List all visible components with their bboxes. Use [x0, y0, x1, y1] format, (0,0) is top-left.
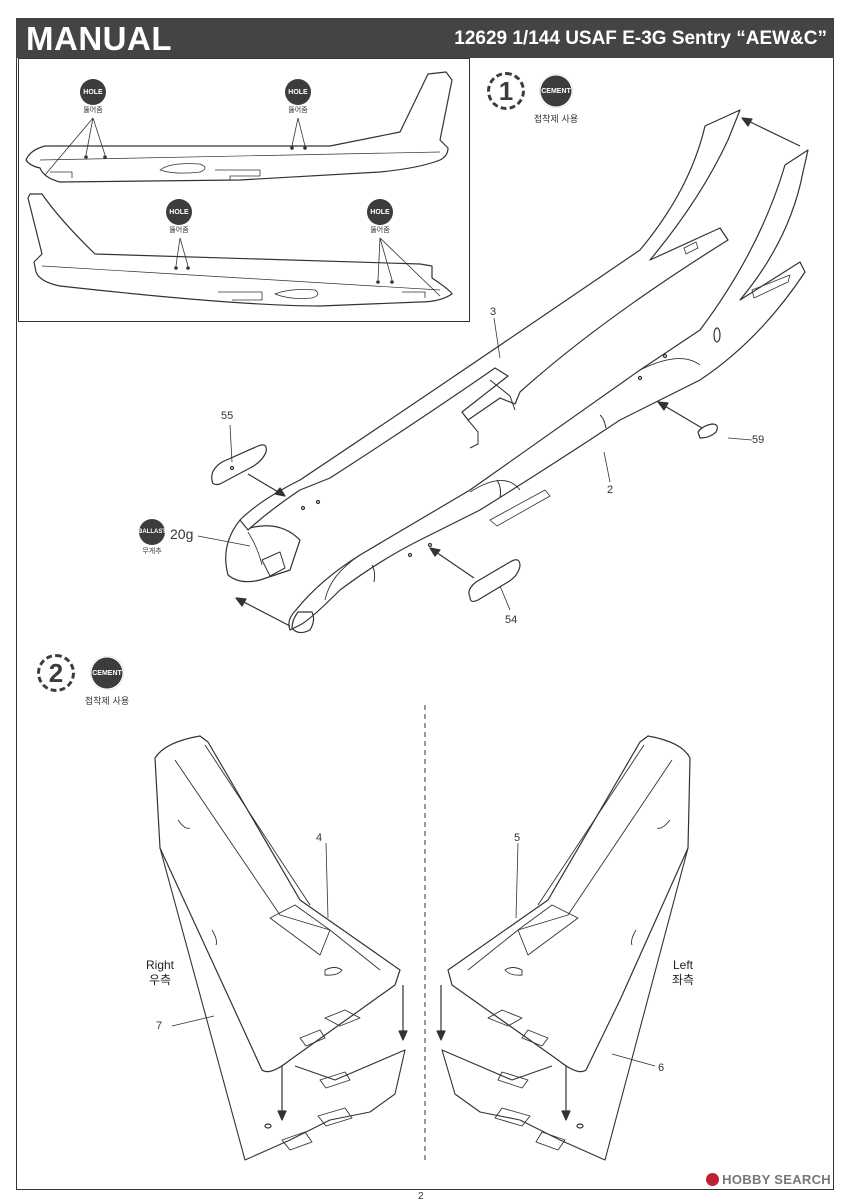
product-title: 12629 1/144 USAF E-3G Sentry “AEW&C” — [454, 28, 827, 49]
cement-label: CEMENT — [92, 669, 122, 677]
ballast-icon: BALLAST — [138, 519, 166, 545]
right-label-kr: 우측 — [148, 973, 172, 987]
part-label-55: 55 — [221, 410, 234, 422]
hole-badge-label: HOLE — [169, 208, 189, 216]
fuselage-half-upper-view — [25, 71, 453, 183]
ballast-label: BALLAST — [138, 529, 166, 535]
hole-badge-4: HOLE — [367, 199, 393, 225]
cement-caption: 접착제 사용 — [533, 115, 579, 125]
left-side-label: Left 좌측 — [663, 958, 703, 988]
ballast-weight: 20g — [170, 526, 194, 542]
hole-badge-caption: 뚫어줌 — [288, 106, 308, 114]
cement-label: CEMENT — [541, 87, 571, 95]
step-1-number: 1 — [487, 72, 525, 110]
hole-badge-2: HOLE — [285, 79, 311, 105]
page-title: MANUAL — [26, 20, 172, 57]
cement-icon: CEMENT — [539, 74, 573, 108]
fuselage-assembly — [211, 109, 809, 634]
part-label-7: 7 — [156, 1020, 163, 1032]
cement-icon: CEMENT — [90, 656, 124, 690]
hole-badge-caption: 뚫어줌 — [169, 226, 189, 234]
part-label-4: 4 — [316, 832, 323, 844]
part-label-5: 5 — [514, 832, 521, 844]
left-label-kr: 좌측 — [671, 973, 695, 987]
left-wing — [436, 735, 691, 1161]
step-2-number: 2 — [37, 654, 75, 692]
fuselage-half-lower-view — [27, 193, 453, 307]
hole-badge-label: HOLE — [370, 208, 390, 216]
ballast-caption: 무게추 — [142, 547, 162, 555]
watermark: HOBBY SEARCH — [706, 1172, 831, 1187]
right-side-label: Right 우측 — [140, 958, 180, 988]
part-label-2: 2 — [607, 484, 614, 496]
right-wing — [154, 735, 408, 1161]
part-label-59: 59 — [752, 434, 765, 446]
page-number: 2 — [418, 1191, 424, 1202]
header-bar — [16, 18, 834, 58]
part-label-54: 54 — [505, 614, 518, 626]
hole-badge-3: HOLE — [166, 199, 192, 225]
hole-badge-label: HOLE — [83, 88, 103, 96]
watermark-text: HOBBY SEARCH — [722, 1172, 831, 1187]
hole-badge-label: HOLE — [288, 88, 308, 96]
hole-badge-1: HOLE — [80, 79, 106, 105]
hole-badge-caption: 뚫어줌 — [370, 226, 390, 234]
left-label-en: Left — [672, 958, 693, 972]
part-label-6: 6 — [658, 1062, 665, 1074]
hole-badge-caption: 뚫어줌 — [83, 106, 103, 114]
right-label-en: Right — [145, 958, 174, 972]
part-label-3: 3 — [490, 306, 497, 318]
step1-arrows — [235, 117, 801, 627]
cement-caption: 접착제 사용 — [84, 697, 130, 707]
hobby-search-logo-icon — [706, 1173, 720, 1186]
